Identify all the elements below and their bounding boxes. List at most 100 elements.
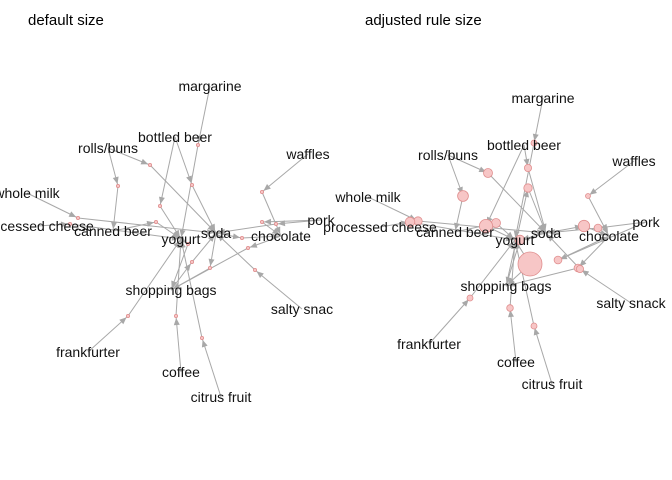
- rule-node-r4: [259, 189, 264, 194]
- rule-node-r15: [199, 335, 204, 340]
- edge-arrowhead: [505, 233, 514, 240]
- rule-edge: [175, 315, 182, 373]
- edge-arrowhead: [579, 259, 587, 267]
- rule-node-r18: [157, 203, 162, 208]
- edge-arrowhead: [60, 221, 69, 228]
- rule-node-r10: [207, 265, 212, 270]
- item-label-frankfurter: frankfurter: [397, 336, 461, 352]
- rule-node-r14: [173, 313, 178, 318]
- edge-arrowhead: [196, 135, 203, 144]
- item-label-rolls-buns: rolls/buns: [78, 140, 138, 156]
- edge-arrowhead: [507, 277, 515, 285]
- rule-node-r6: [593, 223, 603, 233]
- item-label-processed-cheese: processed cheese: [0, 218, 94, 234]
- rule-node-r5: [76, 215, 81, 220]
- rule-edge: [77, 217, 217, 234]
- edge-arrowhead: [536, 229, 545, 236]
- edge-arrowhead: [581, 270, 590, 277]
- rule-node-r14: [506, 304, 514, 312]
- rule-edge: [485, 144, 525, 227]
- edge-arrowhead: [201, 339, 208, 348]
- edge-arrowhead: [111, 221, 117, 230]
- edge-arrowhead: [179, 229, 186, 238]
- edge-arrowhead: [186, 175, 192, 184]
- rule-edge: [127, 238, 182, 317]
- rule-edge: [180, 144, 199, 240]
- item-label-salty-snack: salty snack: [596, 295, 666, 311]
- edge-arrowhead: [68, 211, 77, 218]
- edge-arrowhead: [172, 283, 181, 290]
- rule-edge: [514, 142, 535, 241]
- item-label-waffles: waffles: [285, 146, 329, 162]
- item-label-pork: pork: [307, 212, 335, 228]
- rule-edge: [159, 136, 176, 207]
- edge-arrowhead: [507, 241, 514, 249]
- rule-edge: [505, 267, 579, 287]
- edge-arrowhead: [140, 158, 149, 165]
- item-label-yogurt: yogurt: [162, 231, 201, 247]
- item-label-canned-beer: canned beer: [416, 224, 494, 240]
- rule-edge: [175, 238, 182, 317]
- edge-arrowhead: [263, 183, 271, 191]
- edge-arrowhead: [461, 299, 469, 307]
- edge-arrowhead: [589, 188, 597, 195]
- rule-node-r10: [514, 234, 526, 246]
- edge-arrowhead: [171, 231, 180, 238]
- rule-node-r7: [68, 221, 73, 226]
- rule-edge: [527, 167, 547, 234]
- rule-node-r8: [153, 219, 158, 224]
- rule-edge: [201, 337, 222, 398]
- rule-node-r17: [116, 183, 121, 188]
- rule-edge: [261, 153, 309, 193]
- rule-node-r9: [185, 241, 190, 246]
- rule-node-r2: [189, 182, 194, 187]
- item-label-whole-milk: whole milk: [0, 185, 61, 201]
- rule-edge: [69, 223, 182, 240]
- rule-node-r6: [273, 221, 278, 226]
- edge-arrowhead: [173, 317, 180, 326]
- edge-arrowhead: [158, 196, 165, 205]
- edge-arrowhead: [232, 233, 241, 240]
- rule-edge: [587, 160, 635, 197]
- edge-arrowhead: [207, 234, 215, 242]
- rule-node-r9: [517, 251, 543, 277]
- item-label-coffee: coffee: [497, 354, 535, 370]
- rule-edge: [261, 219, 322, 223]
- rule-edge: [26, 192, 79, 219]
- item-label-whole-milk: whole milk: [334, 189, 401, 205]
- edge-arrowhead: [171, 280, 177, 289]
- rule-edge: [428, 297, 471, 345]
- rule-node-r16: [189, 259, 194, 264]
- rule-nodes-left: [68, 142, 278, 340]
- item-label-bottled-beer: bottled beer: [138, 129, 212, 145]
- edge-arrowhead: [256, 271, 264, 279]
- rule-edge: [533, 325, 553, 385]
- rule-node-r2: [524, 163, 533, 172]
- rule-node-r20: [259, 219, 264, 224]
- edge-arrowhead: [184, 263, 191, 271]
- rule-edge: [197, 85, 211, 146]
- edge-arrowhead: [533, 327, 540, 336]
- edge-arrowhead: [537, 224, 545, 232]
- item-label-soda: soda: [531, 225, 562, 241]
- edge-arrowhead: [271, 233, 280, 240]
- edge-arrowhead: [179, 240, 186, 249]
- edge-arrowhead: [539, 223, 546, 232]
- item-label-frankfurter: frankfurter: [56, 344, 120, 360]
- edge-arrowhead: [119, 317, 127, 325]
- item-label-coffee: coffee: [162, 364, 200, 380]
- rule-node-r17: [457, 190, 469, 202]
- edge-arrowhead: [217, 234, 225, 242]
- rule-node-r12: [576, 264, 585, 273]
- rule-nodes-right: [404, 139, 603, 330]
- rule-node-r12: [252, 267, 257, 272]
- edge-arrowhead: [207, 224, 215, 232]
- rule-node-r1: [195, 142, 200, 147]
- item-label-margarine: margarine: [511, 90, 574, 106]
- rule-edge: [509, 307, 517, 363]
- edge-arrowhead: [217, 228, 226, 235]
- edge-arrowhead: [206, 229, 215, 236]
